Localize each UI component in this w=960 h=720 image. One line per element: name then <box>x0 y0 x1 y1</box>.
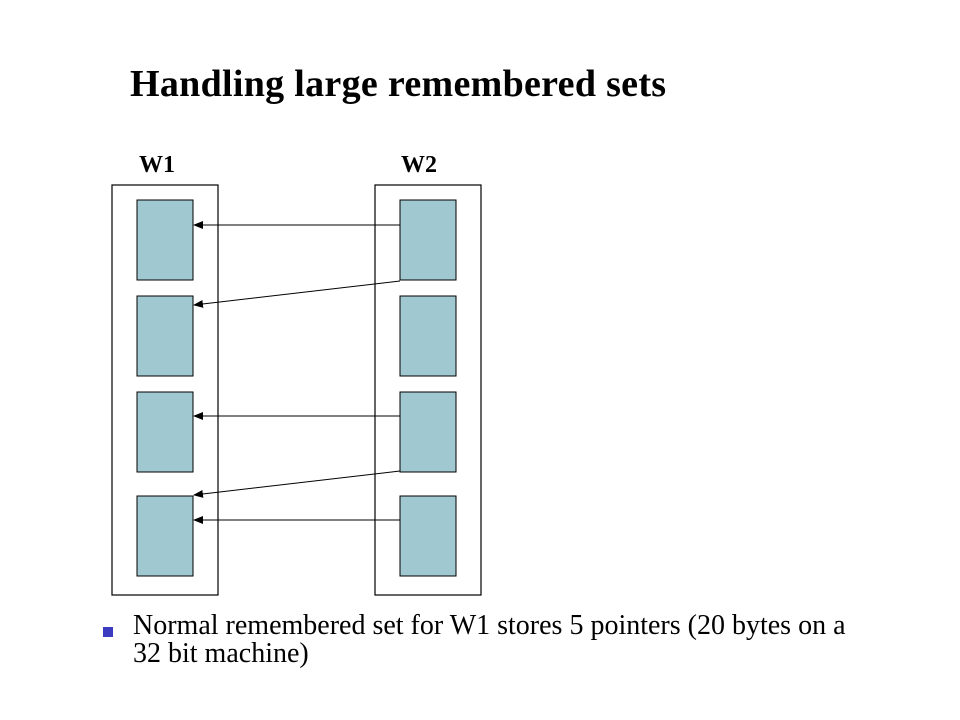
column-label-w1: W1 <box>139 152 175 178</box>
bullet-text: Normal remembered set for W1 stores 5 po… <box>133 610 846 669</box>
w1-block-3 <box>136 391 194 473</box>
w2-block-4 <box>399 495 457 577</box>
w1-block-1 <box>136 199 194 281</box>
w1-block-2 <box>136 295 194 377</box>
w2-block-2 <box>399 295 457 377</box>
w1-column-frame <box>111 184 219 596</box>
pointer-arrow-4 <box>193 470 401 498</box>
w2-block-3 <box>399 391 457 473</box>
slide-title: Handling large remembered sets <box>130 63 667 105</box>
w2-block-1 <box>399 199 457 281</box>
w1-block-4 <box>136 495 194 577</box>
pointer-arrow-2 <box>193 280 401 308</box>
bullet-marker <box>103 627 113 637</box>
column-label-w2: W2 <box>401 152 437 178</box>
w2-column-frame <box>374 184 482 596</box>
